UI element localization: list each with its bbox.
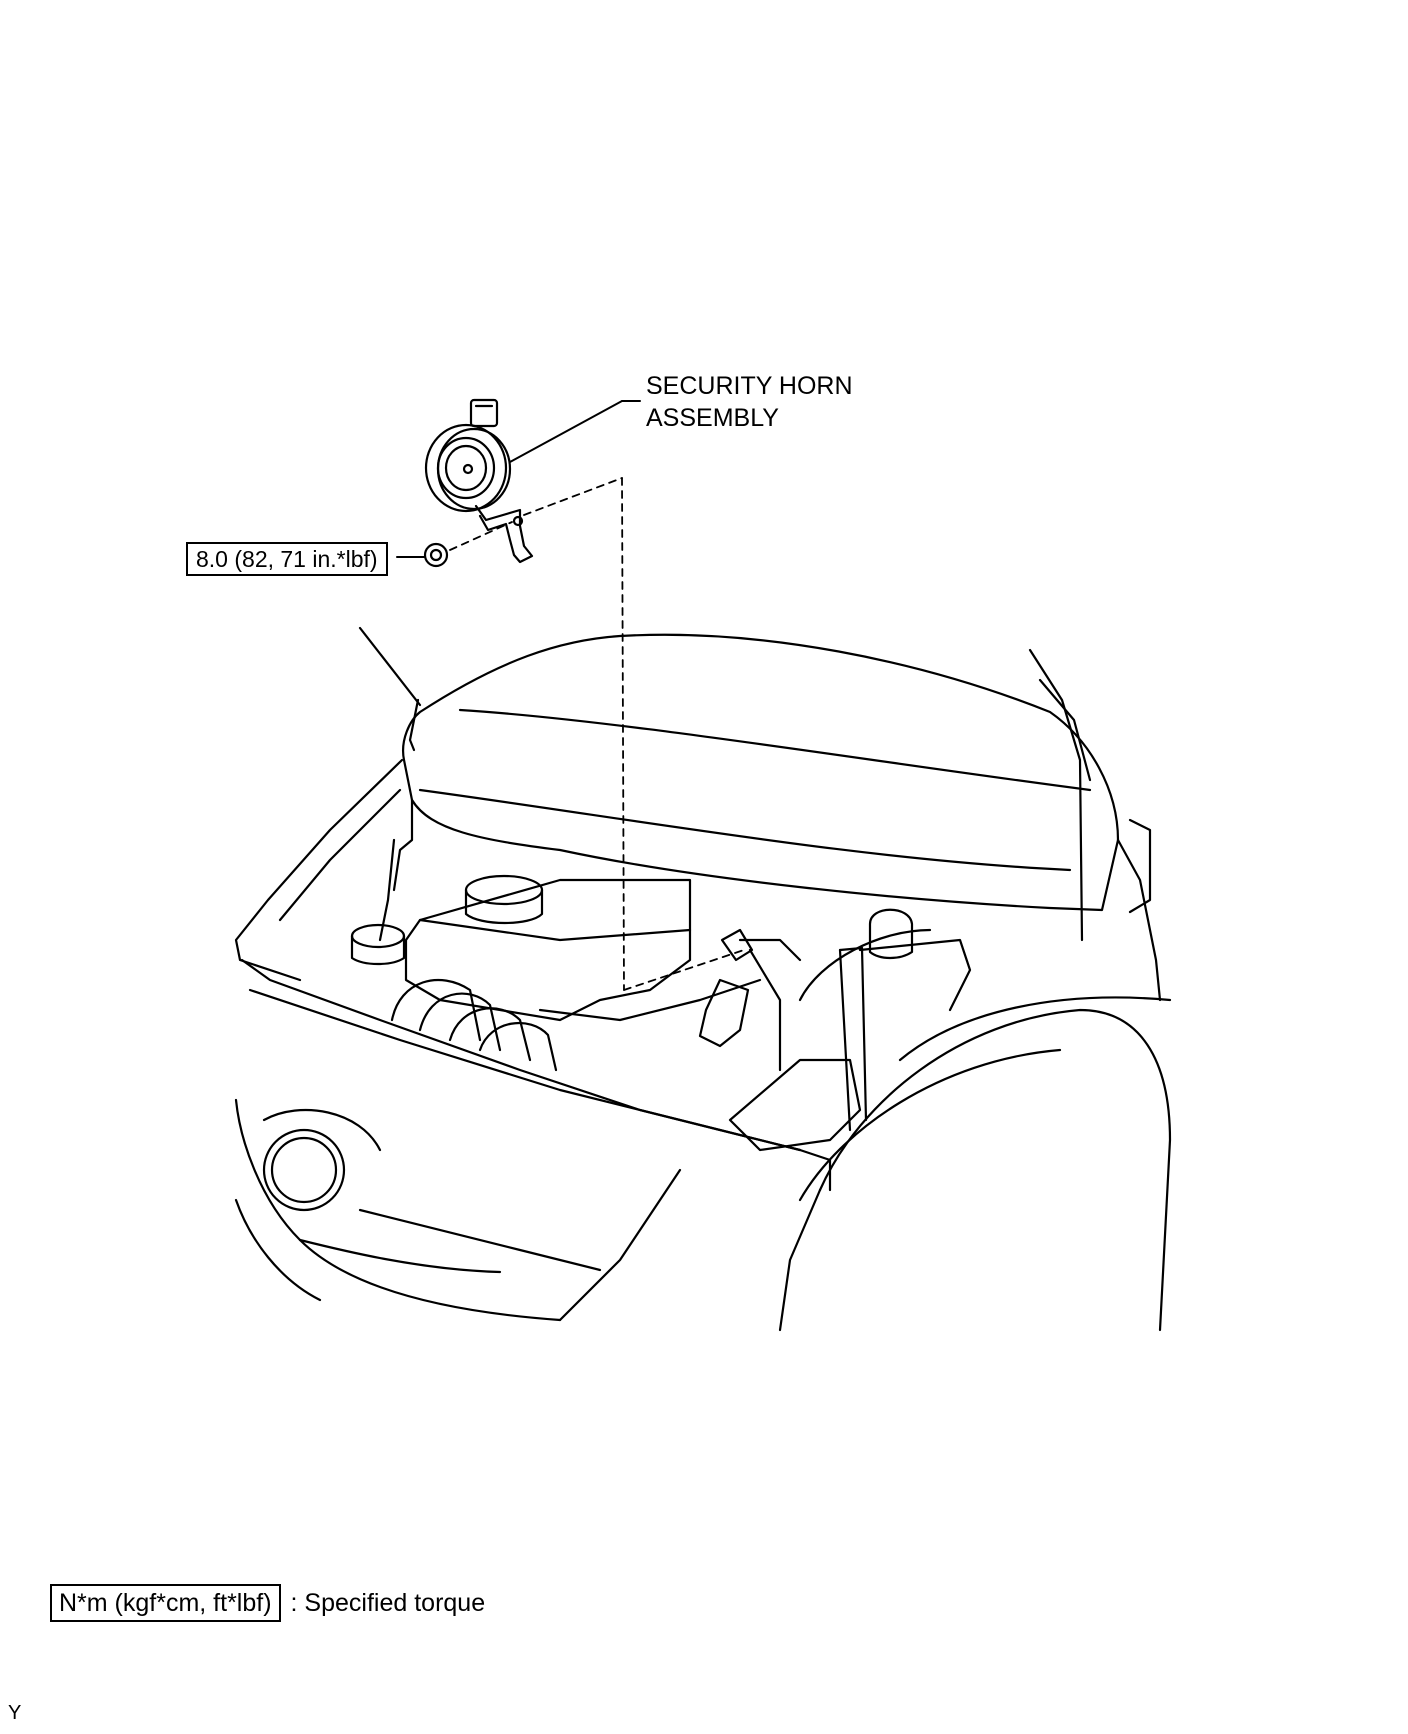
figure-code: Y [8, 1702, 22, 1724]
legend-description: : Specified torque [290, 1588, 486, 1617]
horn-leader-line [509, 400, 623, 463]
nut-icon [423, 542, 449, 568]
legend: N*m (kgf*cm, ft*lbf) : Specified torque [50, 1584, 485, 1622]
horn-label-line1: SECURITY HORN [646, 372, 853, 400]
installation-guide-lines [449, 477, 745, 991]
security-horn-icon [424, 398, 534, 564]
torque-unit-box: N*m (kgf*cm, ft*lbf) [50, 1584, 281, 1622]
torque-spec-box: 8.0 (82, 71 in.*lbf) [186, 542, 388, 576]
horn-label-line2: ASSEMBLY [646, 404, 779, 432]
vehicle-outline-icon [234, 626, 1172, 1332]
